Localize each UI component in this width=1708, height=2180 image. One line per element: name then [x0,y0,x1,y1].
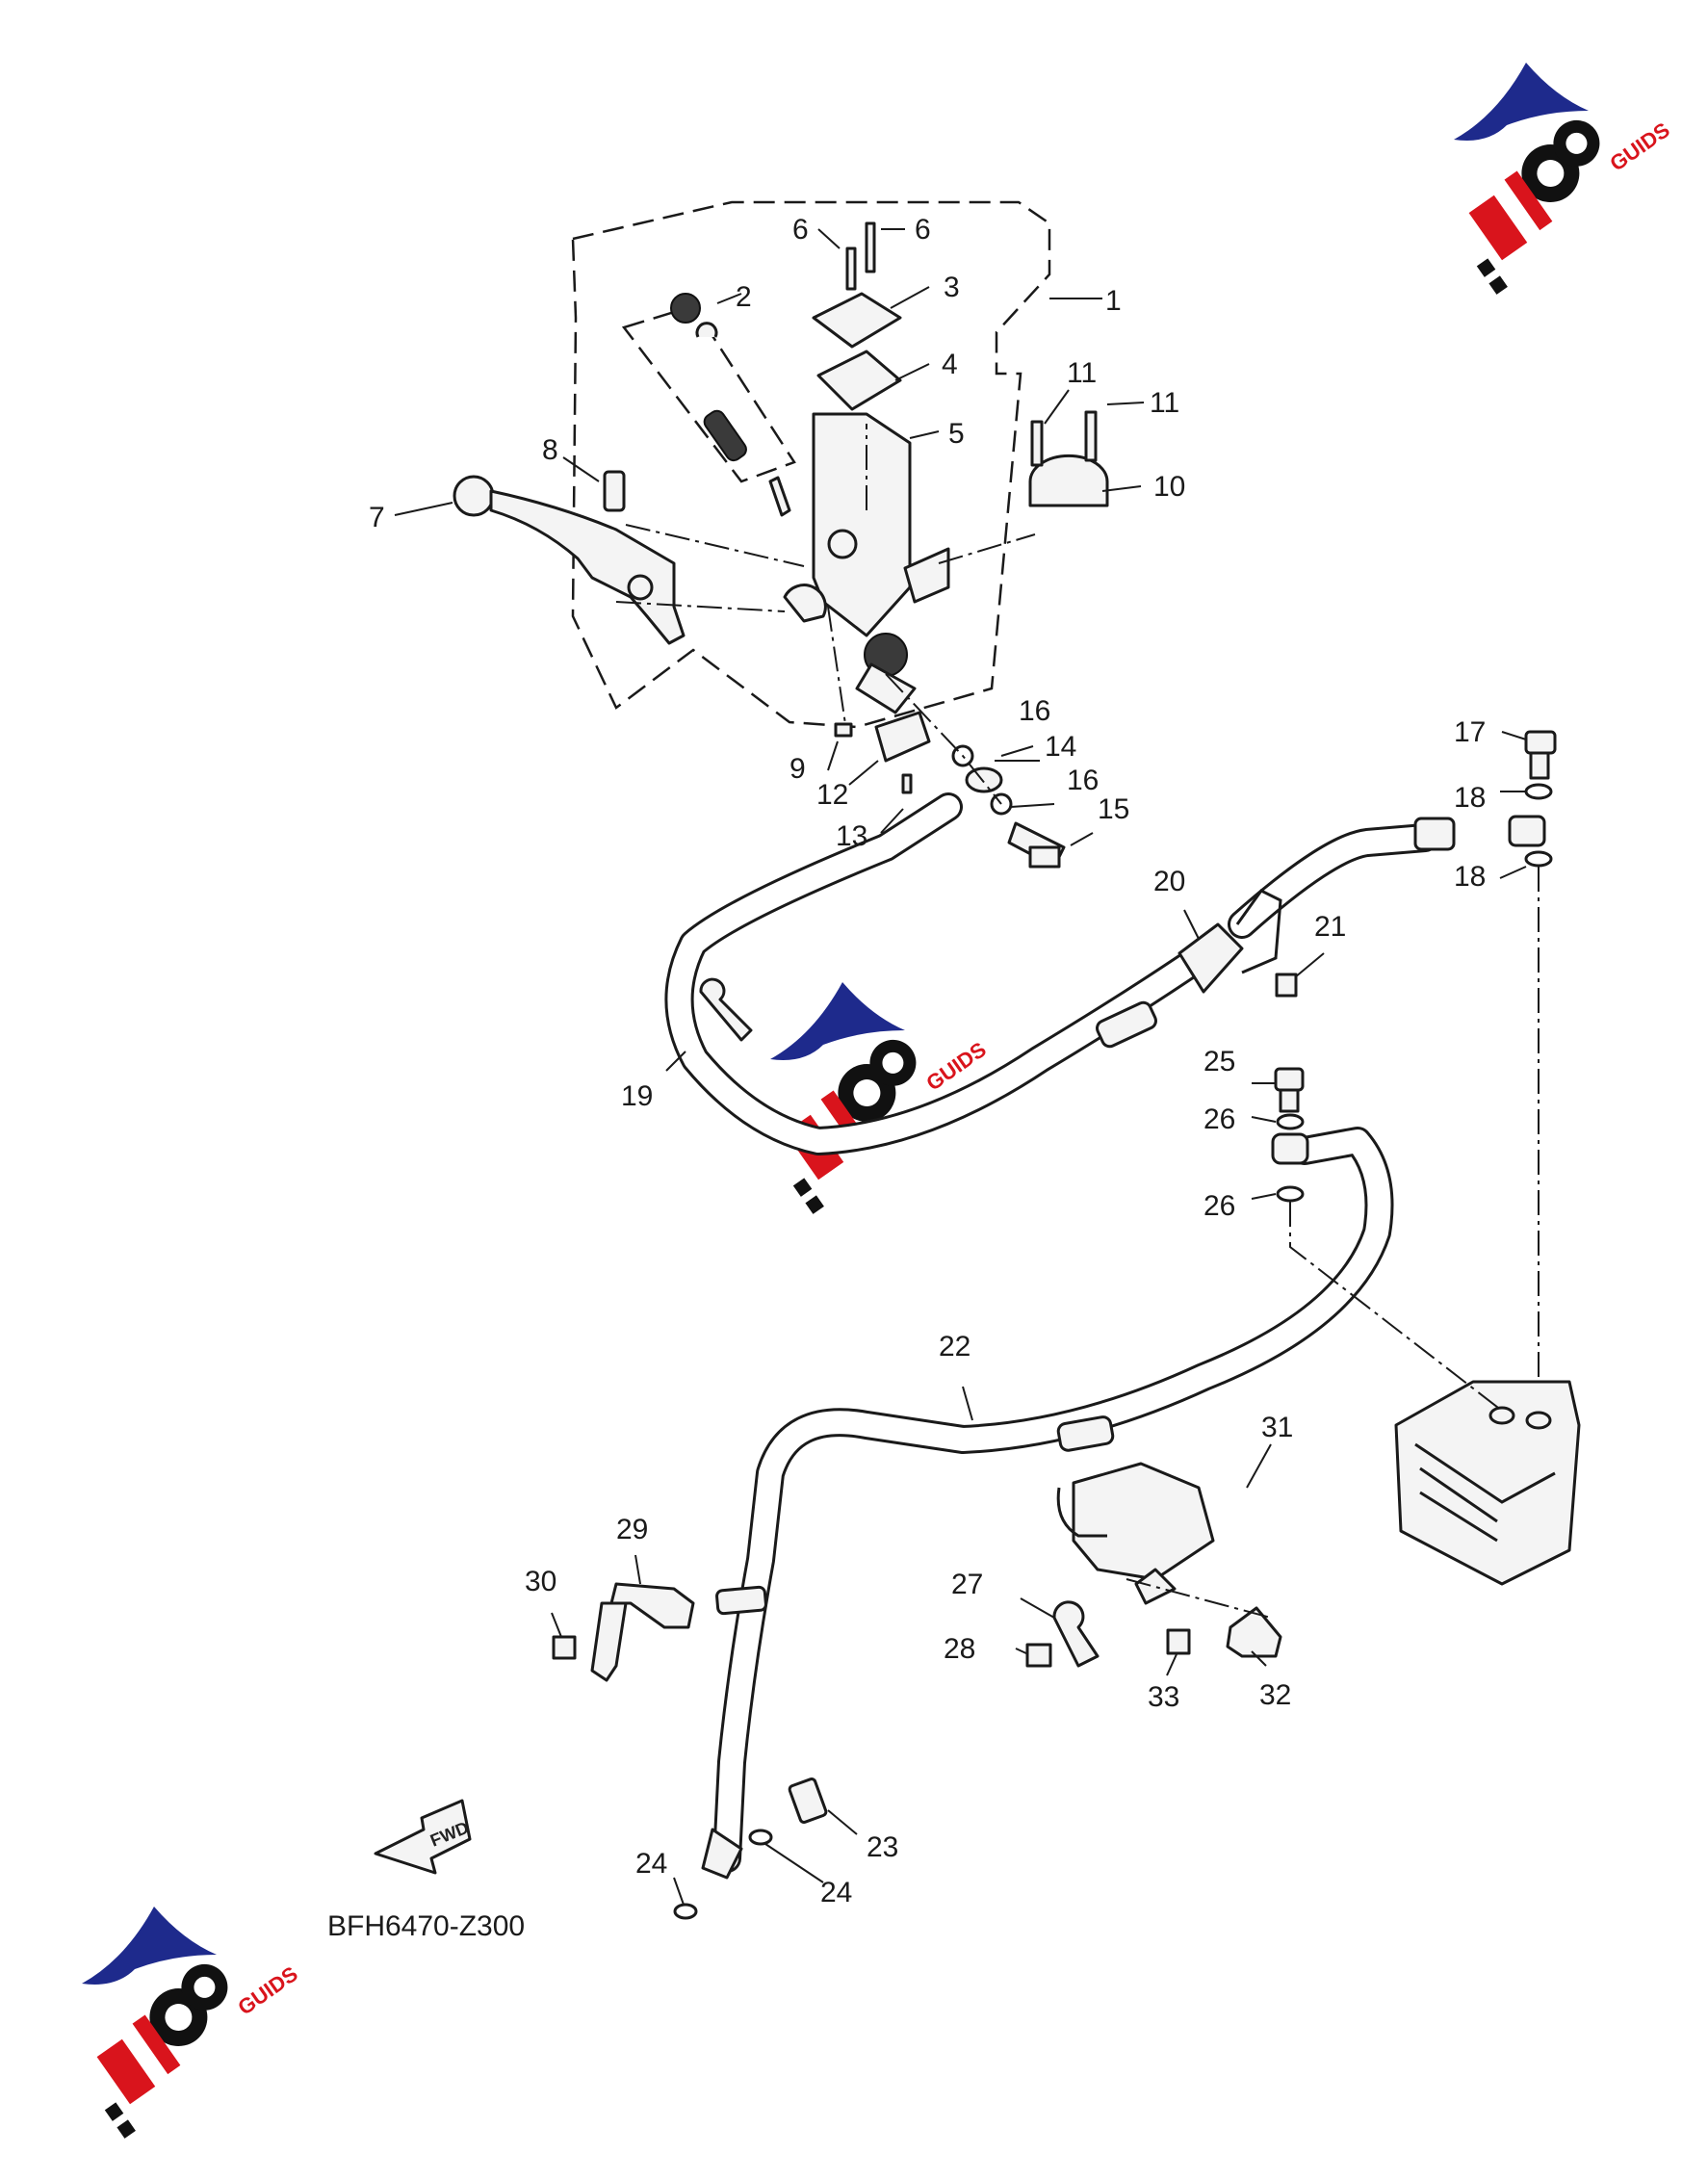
callout-15: 15 [1098,793,1129,825]
callout-7: 7 [369,502,385,533]
callout-16a: 16 [1019,695,1050,727]
callout-20: 20 [1153,866,1185,897]
callout-leaders [394,228,1527,1906]
callout-6b: 6 [915,214,931,246]
callout-33: 33 [1148,1681,1179,1713]
callout-25: 25 [1203,1046,1235,1077]
moto-guids-logo-top-right: GUIDS [1454,63,1674,295]
lower-brake-hose [552,1067,1394,1920]
moto-guids-logo-bottom-left: GUIDS [82,1907,302,2139]
callout-14: 14 [1045,731,1076,763]
callout-18a: 18 [1454,782,1486,814]
callout-21: 21 [1314,911,1346,943]
callout-17: 17 [1454,716,1486,748]
callout-26b: 26 [1203,1190,1235,1222]
callout-22: 22 [939,1331,970,1362]
callout-13: 13 [836,820,867,852]
callout-11a: 11 [1067,357,1097,389]
forward-direction-arrow: FWD [374,1799,472,1875]
abs-hydraulic-unit [1394,1380,1581,1586]
callout-32: 32 [1259,1679,1291,1711]
callout-2: 2 [736,281,752,313]
svg-text:GUIDS: GUIDS [233,1961,301,2019]
diagram-code: BFH6470-Z300 [327,1910,525,1942]
callout-31: 31 [1261,1412,1293,1443]
callout-18b: 18 [1454,861,1486,893]
callout-9: 9 [789,753,806,785]
callout-numbers: 1 2 3 4 5 6 6 7 8 9 10 11 11 12 13 14 15… [369,214,1486,1908]
callout-11b: 11 [1150,387,1179,419]
callout-6a: 6 [792,214,809,246]
callout-24a: 24 [635,1848,667,1880]
callout-26a: 26 [1203,1103,1235,1135]
upper-brake-hose [664,730,1557,1155]
callout-28: 28 [944,1633,975,1665]
callout-12: 12 [816,779,848,811]
callout-29: 29 [616,1514,648,1545]
callout-24b: 24 [820,1877,852,1908]
logo-sub-text: GUIDS [1605,117,1673,175]
assembly-outline-1 [571,200,1051,729]
callout-5: 5 [948,418,965,450]
callout-8: 8 [542,434,558,466]
callout-4: 4 [942,349,958,380]
callout-23: 23 [867,1831,898,1863]
callout-10: 10 [1153,471,1185,503]
callout-27: 27 [951,1569,983,1600]
callout-16b: 16 [1067,765,1099,796]
callout-30: 30 [525,1566,556,1597]
callout-19: 19 [621,1080,653,1112]
master-cylinder-assembly [453,221,1109,869]
callout-1: 1 [1105,285,1122,317]
callout-3: 3 [944,272,960,303]
assembly-outline-2 [621,304,796,483]
